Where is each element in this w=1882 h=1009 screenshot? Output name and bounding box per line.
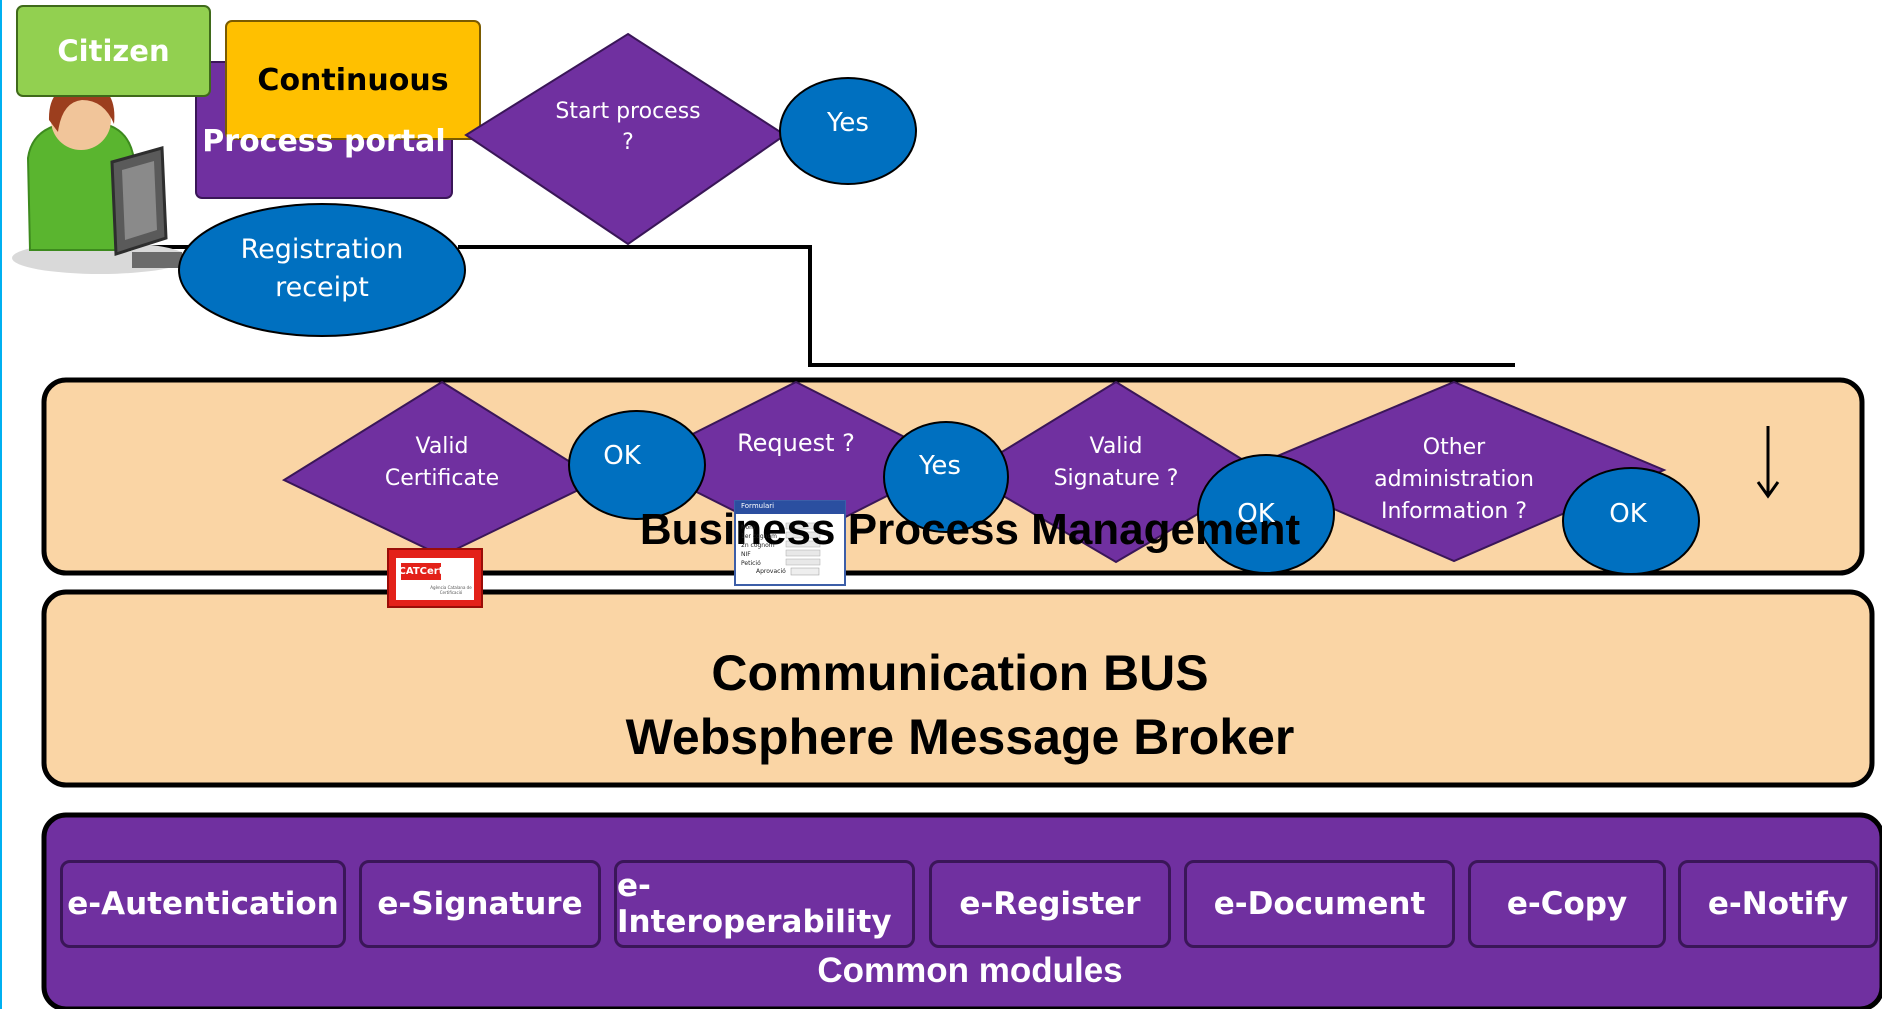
yes-mid-label: Yes [919,451,961,481]
catcert-card-icon [387,548,483,608]
form-field-label: Petició [741,560,761,567]
ok-ellipse-3 [1562,467,1700,575]
down-arrow-head [1756,481,1780,499]
request-form-thumbnail [734,500,846,586]
other-admin-diamond [1241,380,1667,563]
ok-label-3: OK [1609,499,1647,529]
ok-ellipse-2 [1197,454,1335,574]
other-admin-label: Other administration Information ? [1374,435,1534,524]
request-label: Request ? [737,429,855,457]
module-e-copy: e-Copy [1468,860,1666,948]
valid-certificate-label: Valid Certificate [384,434,500,491]
bus-layer [41,589,1875,788]
ok-label-2: OK [1237,499,1275,529]
common-modules-label: Common modules [817,951,1123,990]
flow-connector [458,245,1515,367]
form-thumbnail-title: Formulari [741,502,775,510]
valid-signature-label: Valid Signature ? [1053,434,1179,491]
yes-mid-ellipse [883,421,1009,533]
yes-top-ellipse [779,77,917,185]
catcert-logo-b: Cert [419,566,444,577]
continuous-box [225,20,481,140]
process-portal-label: Process portal [202,123,446,159]
ok-ellipse-1 [568,410,706,520]
ok-label-1: OK [603,441,641,471]
module-e-document: e-Document [1184,860,1455,948]
yes-top-label: Yes [827,108,869,138]
start-process-diamond [464,32,787,246]
citizen-box [16,5,211,97]
form-field-label: 2n cognom [741,542,775,549]
module-e-autentication: e-Autentication [60,860,346,948]
module-e-signature: e-Signature [359,860,601,948]
module-e-notify: e-Notify [1678,860,1878,948]
catcert-caption: Agència Catalana de Certificació [430,585,472,595]
bpm-layer-title: Business Process Management [639,505,1301,554]
registration-receipt-ellipse [178,203,466,337]
form-field-label: Nom [741,524,756,531]
form-field-label: NIF [741,551,751,558]
form-thumbnail-button: Aprovació [756,568,786,575]
continuous-label: Continuous [257,62,449,98]
registration-receipt-label: Registration receipt [240,234,404,303]
bus-title-line2: Websphere Message Broker [625,709,1295,765]
form-thumbnail-fields: Nom 1er cognom 2n cognom NIF Petició [741,523,777,568]
module-e-register: e-Register [929,860,1171,948]
start-process-label: Start process ? [555,99,701,155]
bus-title-line1: Communication BUS [711,645,1209,701]
citizen-label: Citizen [57,34,170,68]
valid-signature-diamond [964,380,1268,564]
catcert-logo-a: CAT [398,566,420,577]
form-field-label: 1er cognom [741,533,777,540]
module-e-interoperability: e-Interoperability [614,860,915,948]
